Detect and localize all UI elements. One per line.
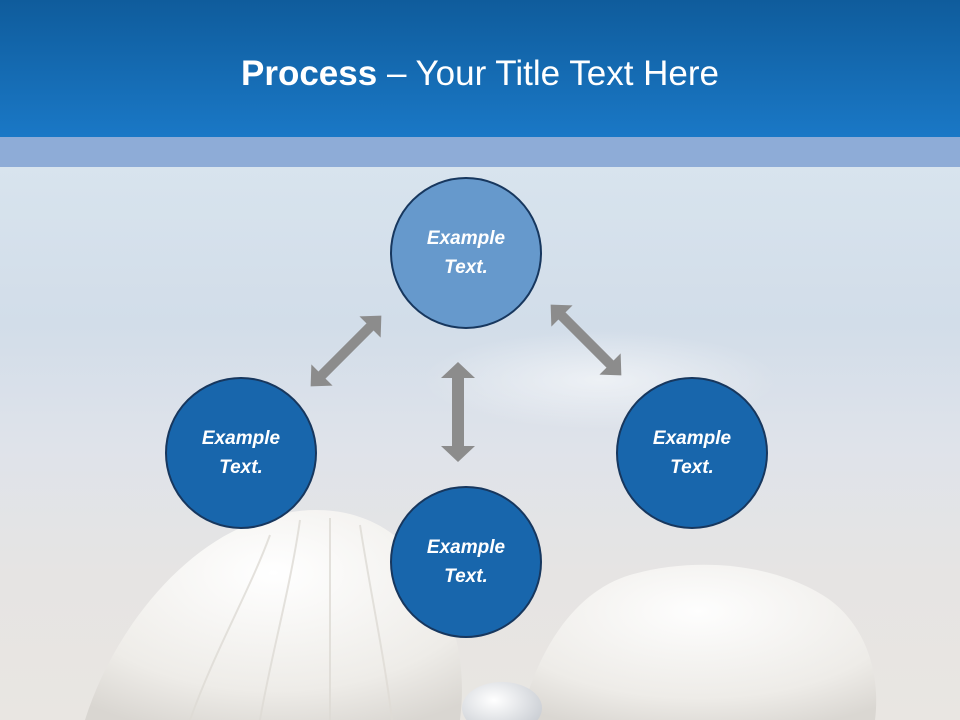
process-node-left[interactable]: Example Text.	[165, 377, 317, 529]
arrow-center-vertical	[441, 362, 475, 462]
title-rest: – Your Title Text Here	[377, 54, 719, 93]
process-node-top[interactable]: Example Text.	[390, 177, 542, 329]
arrow-top-left	[310, 315, 382, 387]
title-bold: Process	[241, 54, 378, 93]
title-bar	[0, 0, 960, 137]
pearl	[462, 682, 542, 720]
process-node-right[interactable]: Example Text.	[616, 377, 768, 529]
arrow-top-right	[550, 304, 622, 376]
node-top-text: Example Text.	[426, 228, 506, 278]
node-right-text: Example Text.	[652, 428, 732, 478]
node-left-text: Example Text.	[201, 428, 281, 478]
left-shell	[85, 509, 462, 720]
process-node-bottom[interactable]: Example Text.	[390, 486, 542, 638]
right-shell	[520, 564, 877, 720]
node-bottom-text: Example Text.	[426, 537, 506, 587]
title-underband	[0, 137, 960, 167]
slide-title: Process – Your Title Text Here	[0, 52, 960, 96]
